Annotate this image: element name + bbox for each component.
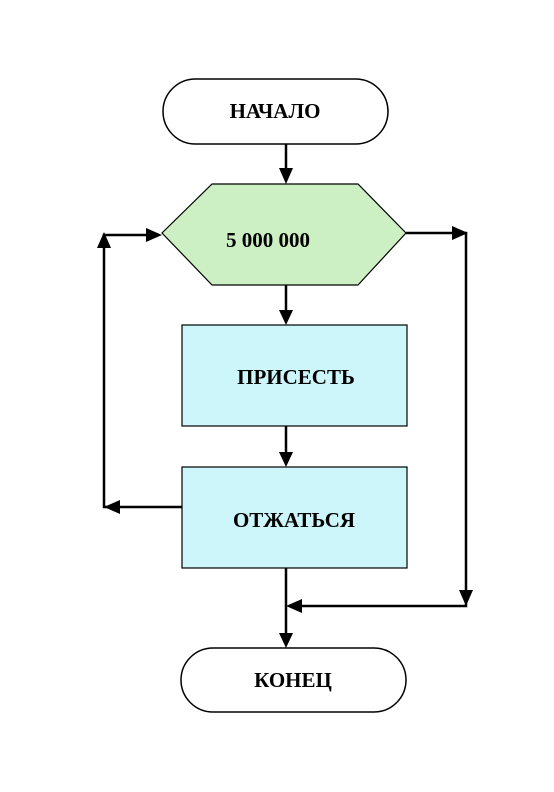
start-label: НАЧАЛО: [230, 99, 321, 123]
node-squat: ПРИСЕСТЬ: [181, 324, 408, 427]
pushup-process-shape: [181, 466, 408, 569]
squat-process-shape: [181, 324, 408, 427]
node-start: НАЧАЛО: [162, 78, 389, 145]
arrowhead-into-loop: [279, 168, 293, 184]
loop-label: 5 000 000: [226, 228, 310, 252]
arrowhead-loop-back-entry: [146, 228, 162, 242]
squat-label: ПРИСЕСТЬ: [237, 365, 355, 389]
loop-hexagon-shape: [161, 183, 407, 286]
edge-loop-exit: [302, 231, 468, 608]
arrowhead-exit-down: [459, 590, 473, 606]
end-terminal-shape: [180, 647, 407, 713]
arrowhead-exit-left: [286, 599, 302, 613]
arrowhead-into-squat: [279, 310, 293, 325]
arrowhead-into-end: [279, 633, 293, 648]
arrowhead-loop-back-up: [97, 232, 111, 248]
node-loop: 5 000 000: [161, 183, 407, 286]
arrowhead-into-pushup: [279, 452, 293, 467]
edges: [97, 144, 473, 648]
end-label: КОНЕЦ: [254, 668, 332, 692]
pushup-label: ОТЖАТЬСЯ: [233, 508, 355, 532]
arrowhead-exit-right: [452, 226, 468, 240]
arrowhead-loop-back-left: [104, 500, 120, 514]
node-pushup: ОТЖАТЬСЯ: [181, 466, 408, 569]
node-end: КОНЕЦ: [180, 647, 407, 713]
edge-loop-back: [102, 233, 182, 509]
start-terminal-shape: [162, 78, 389, 145]
